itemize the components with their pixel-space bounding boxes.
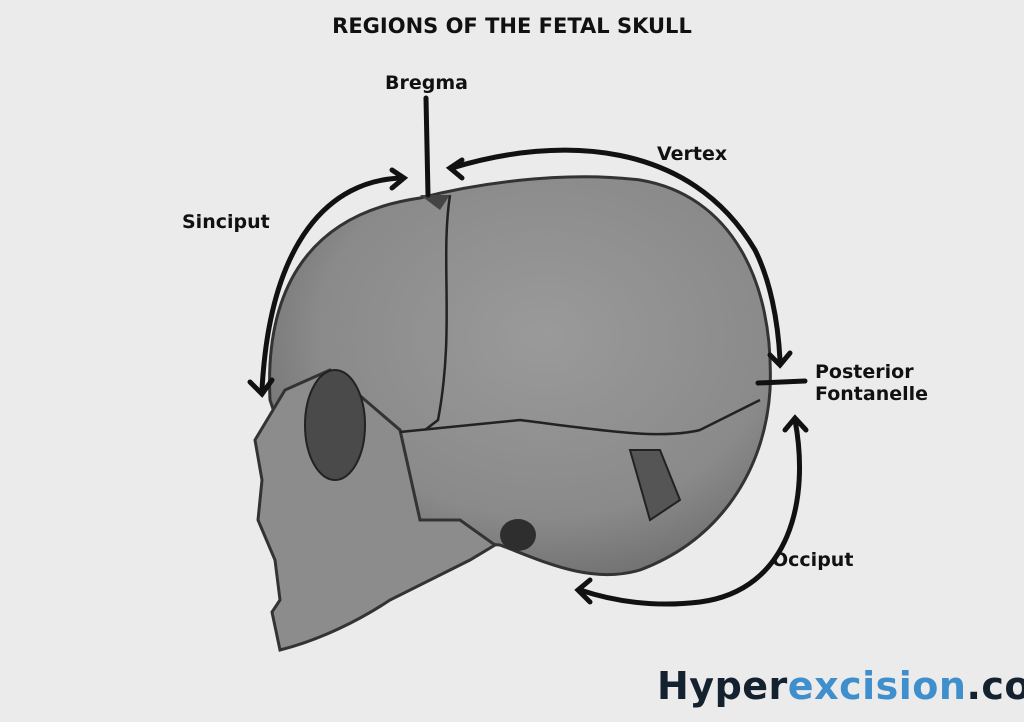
hyperexcision-logo: Hyperexcision.com <box>657 664 1024 708</box>
logo-part-2: excision <box>787 664 967 708</box>
label-occiput: Occiput <box>772 549 854 571</box>
occiput-arrow <box>577 417 802 607</box>
diagram-title: REGIONS OF THE FETAL SKULL <box>332 14 692 38</box>
sinciput-arrowhead-bottom <box>247 377 275 398</box>
vertex-arrowhead-right <box>767 350 793 369</box>
label-posterior-fontanelle: Posterior Fontanelle <box>815 361 928 405</box>
posterior-fontanelle-line <box>755 378 808 386</box>
skull <box>253 175 772 652</box>
logo-part-1: Hyper <box>657 664 788 708</box>
label-vertex: Vertex <box>657 143 728 165</box>
sinciput-arrow <box>259 175 405 393</box>
vertex-arrow <box>449 147 783 363</box>
occiput-arrowhead-bottom <box>574 577 593 605</box>
label-bregma: Bregma <box>385 72 468 94</box>
vertex-arrowhead-left <box>445 157 465 181</box>
label-fontanelle: Fontanelle <box>815 383 929 405</box>
occiput-arrowhead-top <box>782 414 809 433</box>
region-arrows <box>247 95 809 607</box>
bregma-pointer-line <box>423 95 431 198</box>
label-posterior: Posterior <box>815 361 914 383</box>
sinciput-arrowhead-top <box>389 167 409 191</box>
logo-part-3: .com <box>966 664 1024 708</box>
label-sinciput: Sinciput <box>182 211 270 233</box>
